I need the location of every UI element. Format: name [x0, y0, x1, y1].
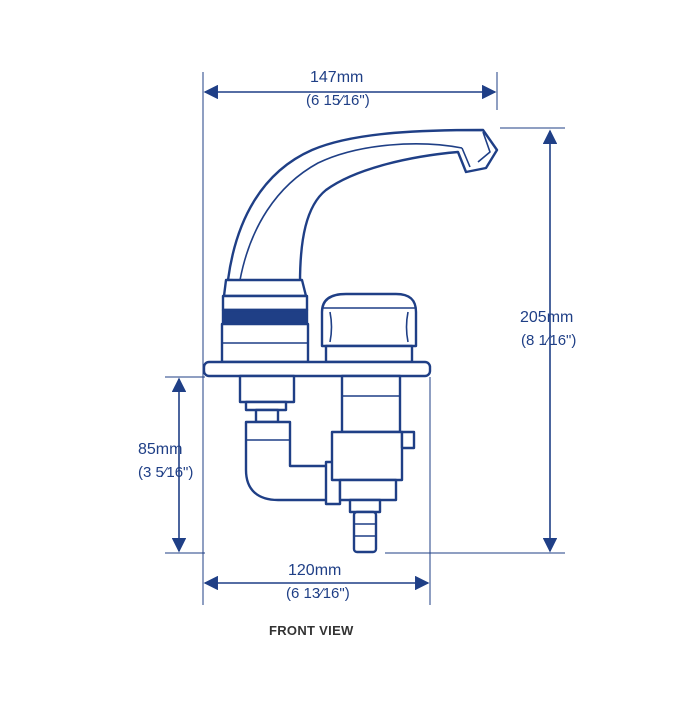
knob [320, 292, 418, 348]
width-147-label: 147mm [310, 69, 364, 86]
dimension-arrows [171, 84, 558, 591]
height-205-label: 205mm [520, 309, 574, 326]
height-205-imperial: (8 1⁄16") [521, 332, 577, 349]
width-147-imperial: (6 15⁄16") [306, 92, 370, 109]
faucet-body [202, 128, 499, 554]
spout-inner-line [239, 143, 463, 281]
width-120-imperial: (6 13⁄16") [286, 585, 350, 602]
valve-neck [348, 498, 382, 514]
elbow-fitting [244, 420, 334, 502]
extension-lines [165, 72, 565, 605]
spout-collar [222, 278, 308, 298]
width-120-label: 120mm [288, 562, 342, 579]
view-title: FRONT VIEW [269, 623, 354, 638]
collar-band-upper [221, 294, 309, 312]
knob-base [324, 344, 414, 364]
spout-tip [461, 131, 491, 168]
knob-grip-right [405, 311, 409, 343]
knob-grip-left [329, 311, 333, 343]
hose-barb [352, 510, 378, 554]
spout [226, 128, 499, 285]
valve-lower [338, 478, 398, 502]
left-shank [238, 374, 296, 404]
height-85-label: 85mm [138, 441, 183, 458]
valve-side-clip [400, 430, 416, 450]
valve-body [330, 430, 404, 482]
mounting-deck [202, 360, 432, 378]
collar-band-lower [221, 308, 309, 326]
left-connector [254, 408, 280, 424]
height-85-imperial: (3 5⁄16") [138, 464, 194, 481]
right-shank [340, 374, 402, 434]
